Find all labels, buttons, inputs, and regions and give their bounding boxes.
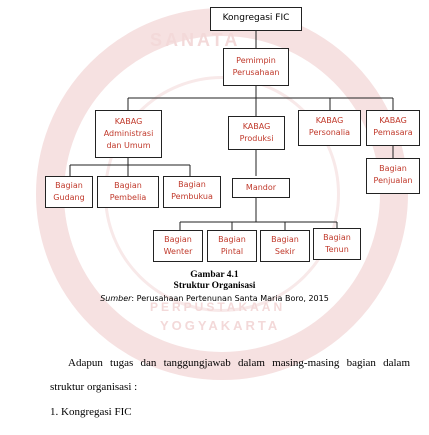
watermark-line2: YOGYAKARTA bbox=[160, 318, 281, 333]
box-label-line: Bagian bbox=[323, 233, 351, 242]
box-label-line: Bagian bbox=[178, 180, 206, 189]
list-item: 1. Kongregasi FIC bbox=[50, 406, 132, 418]
box-label-line: Pembelia bbox=[109, 193, 147, 202]
org-box-kabag-personalia: KABAG Personalia bbox=[298, 110, 361, 146]
watermark-word: SANATA bbox=[150, 30, 241, 50]
figure-title: Struktur Organisasi bbox=[173, 281, 256, 291]
org-box-bagian-pintal: Bagian Pintal bbox=[207, 230, 257, 262]
box-label-line: Bagian bbox=[164, 235, 192, 244]
paragraph-line-end: struktur organisasi : bbox=[50, 381, 138, 393]
box-label-line: Tenun bbox=[325, 245, 349, 254]
box-label-line: Personalia bbox=[308, 128, 351, 137]
paragraph-line: Adapun tugas dan tanggungjawab dalam mas… bbox=[68, 357, 410, 369]
org-box-bagian-tenun: Bagian Tenun bbox=[313, 228, 361, 260]
figure-source: Sumber: Perusahaan Pertenunan Santa Mari… bbox=[0, 294, 429, 303]
box-label-line: Bagian bbox=[55, 181, 83, 190]
box-label-line: Perusahaan bbox=[232, 68, 280, 77]
org-box-pemimpin-perusahaan: Pemimpin Perusahaan bbox=[223, 48, 289, 86]
source-text: : Perusahaan Pertenunan Santa Maria Boro… bbox=[131, 294, 329, 303]
org-box-bagian-pembukuan: Bagian Pembukua bbox=[163, 176, 221, 208]
box-label-line: Pintal bbox=[220, 247, 244, 256]
box-label-line: Penjualan bbox=[373, 176, 413, 185]
org-box-kabag-pemasaran: KABAG Pemasara bbox=[366, 110, 420, 146]
org-box-bagian-pembelian: Bagian Pembelia bbox=[97, 176, 159, 208]
box-label: Mandor bbox=[245, 183, 277, 192]
org-box-bagian-sekir: Bagian Sekir bbox=[260, 230, 310, 262]
box-label-line: dan Umum bbox=[106, 141, 151, 150]
box-label-line: Bagian bbox=[114, 181, 142, 190]
box-label-line: Administrasi bbox=[103, 129, 154, 138]
box-label-line: Produksi bbox=[239, 134, 274, 143]
figure-number: Gambar 4.1 bbox=[190, 270, 239, 280]
box-label-line: Bagian bbox=[379, 164, 407, 173]
org-box-kongregasi-fic: Kongregasi FIC bbox=[210, 7, 302, 31]
org-box-bagian-penjualan: Bagian Penjualan bbox=[366, 158, 420, 194]
org-box-kabag-produksi: KABAG Produksi bbox=[228, 116, 285, 150]
box-label-line: Wenter bbox=[163, 247, 193, 256]
org-box-bagian-gudang: Bagian Gudang bbox=[45, 176, 93, 208]
box-label-line: Pembukua bbox=[171, 192, 213, 201]
source-label: Sumber bbox=[100, 294, 132, 303]
org-box-bagian-wenter: Bagian Wenter bbox=[153, 230, 203, 262]
org-box-mandor: Mandor bbox=[232, 178, 290, 198]
org-box-kabag-administrasi: KABAG Administrasi dan Umum bbox=[95, 110, 162, 158]
box-label-line: KABAG bbox=[114, 117, 143, 126]
box-label-line: Pemimpin bbox=[236, 56, 276, 65]
box-label-line: KABAG bbox=[315, 116, 344, 125]
box-label-line: Gudang bbox=[53, 193, 85, 202]
watermark-line1: PERPUSTAKAAN bbox=[150, 300, 286, 314]
box-label-line: KABAG bbox=[379, 116, 407, 125]
box-label-line: KABAG bbox=[242, 122, 271, 131]
box-label: Kongregasi FIC bbox=[222, 13, 290, 23]
box-label-line: Bagian bbox=[218, 235, 246, 244]
box-label-line: Bagian bbox=[271, 235, 299, 244]
box-label-line: Sekir bbox=[274, 247, 296, 256]
box-label-line: Pemasara bbox=[373, 128, 413, 137]
